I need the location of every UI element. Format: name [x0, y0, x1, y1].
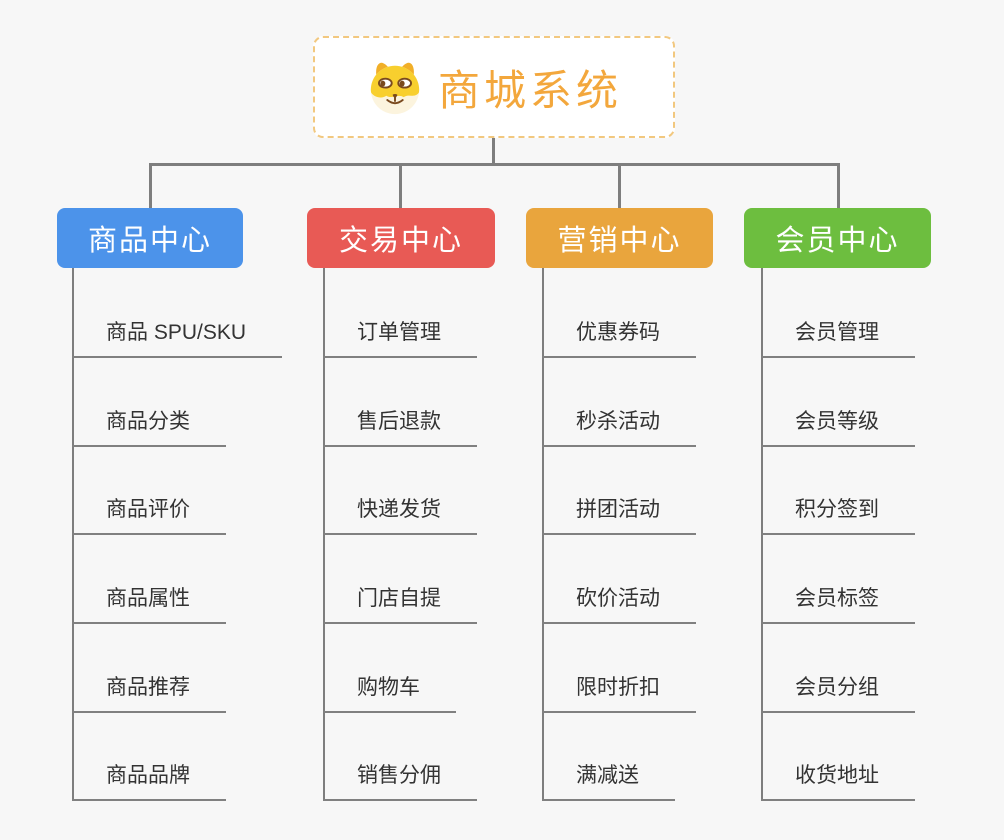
connector-root-stub	[492, 136, 495, 165]
leaf-node[interactable]: 商品品牌	[72, 755, 226, 801]
leaf-node[interactable]: 优惠券码	[542, 312, 696, 358]
branch-label: 商品中心	[87, 225, 212, 257]
root-title: 商城系统	[437, 66, 622, 114]
branch-node-member-center[interactable]: 会员中心	[744, 208, 931, 268]
leaf-node[interactable]: 商品评价	[72, 489, 226, 535]
connector-drop-member	[837, 163, 840, 208]
leaf-node[interactable]: 会员管理	[761, 312, 915, 358]
leaf-node[interactable]: 商品推荐	[72, 667, 226, 713]
connector-drop-product	[149, 163, 152, 208]
leaf-node[interactable]: 商品属性	[72, 578, 226, 624]
leaf-node[interactable]: 订单管理	[323, 312, 477, 358]
leaf-node[interactable]: 门店自提	[323, 578, 477, 624]
leaf-node[interactable]: 拼团活动	[542, 489, 696, 535]
branch-label: 营销中心	[557, 225, 682, 257]
leaf-node[interactable]: 限时折扣	[542, 667, 696, 713]
leaf-node[interactable]: 砍价活动	[542, 578, 696, 624]
leaf-node[interactable]: 积分签到	[761, 489, 915, 535]
root-node[interactable]: 商城系统	[313, 36, 675, 138]
leaf-node[interactable]: 满减送	[542, 755, 675, 801]
connector-drop-marketing	[618, 163, 621, 208]
leaf-node[interactable]: 售后退款	[323, 401, 477, 447]
leaf-node[interactable]: 商品 SPU/SKU	[72, 312, 283, 358]
leaf-node[interactable]: 销售分佣	[323, 755, 477, 801]
leaf-node[interactable]: 会员标签	[761, 578, 915, 624]
connector-horizontal-rail	[149, 163, 840, 166]
leaf-node[interactable]: 会员等级	[761, 401, 915, 447]
doge-icon	[370, 62, 420, 115]
branch-node-marketing-center[interactable]: 营销中心	[526, 208, 713, 268]
leaf-node[interactable]: 快递发货	[323, 489, 477, 535]
leaf-node[interactable]: 购物车	[323, 667, 456, 713]
leaf-node[interactable]: 秒杀活动	[542, 401, 696, 447]
leaf-node[interactable]: 收货地址	[761, 755, 915, 801]
branch-label: 交易中心	[338, 225, 463, 257]
branch-node-product-center[interactable]: 商品中心	[57, 208, 243, 268]
leaf-node[interactable]: 商品分类	[72, 401, 226, 447]
leaf-node[interactable]: 会员分组	[761, 667, 915, 713]
connector-drop-trade	[399, 163, 402, 208]
branch-node-trade-center[interactable]: 交易中心	[307, 208, 495, 268]
branch-label: 会员中心	[775, 225, 900, 257]
